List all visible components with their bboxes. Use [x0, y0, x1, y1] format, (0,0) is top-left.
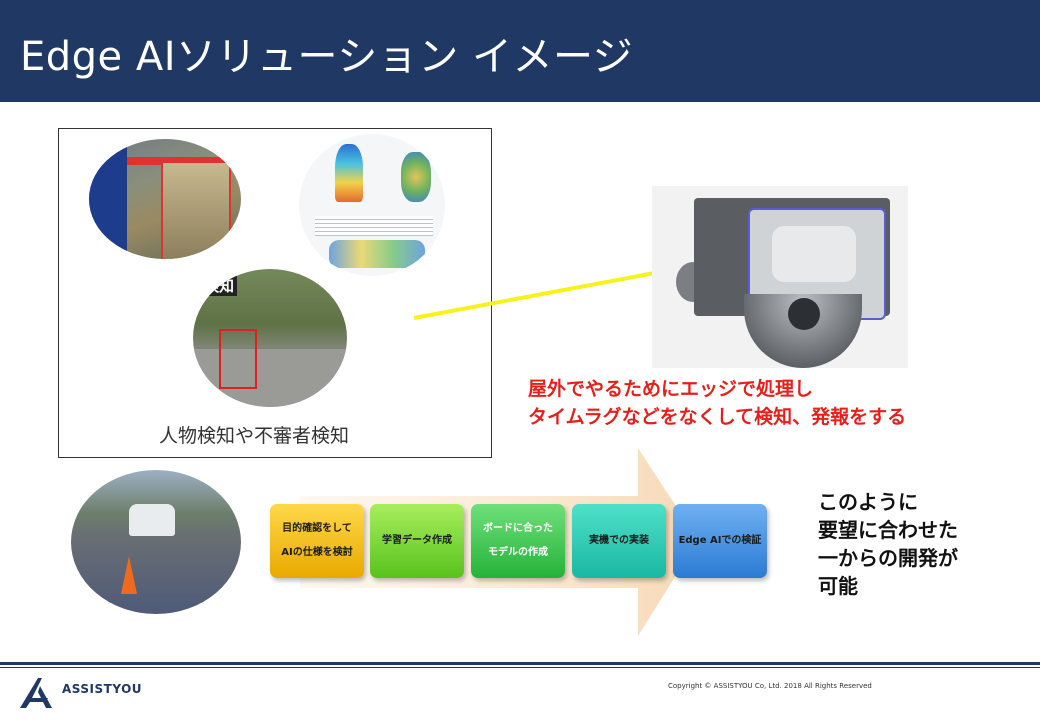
- callout-line-1: 屋外でやるためにエッジで処理し: [528, 378, 814, 400]
- copyright-text: Copyright © ASSISTYOU Co, Ltd. 2018 All …: [668, 682, 872, 690]
- analysis-document-photo: [299, 134, 445, 276]
- detection-box: [219, 329, 257, 389]
- callout-line-2: タイムラグなどをなくして検知、発報をする: [528, 406, 907, 428]
- wheelchair-detection-photo: 検知: [193, 269, 347, 407]
- traffic-cone: [121, 556, 137, 594]
- side-note: このように 要望に合わせた 一からの開発が 可能: [818, 490, 958, 598]
- road-photo: [71, 470, 241, 614]
- process-step-1: 目的確認をして AIの仕様を検討: [270, 504, 364, 578]
- camera-lens: [788, 298, 820, 330]
- process-step-2: 学習データ作成: [370, 504, 464, 578]
- detection-image-panel: 検知 人物検知や不審者検知: [58, 128, 492, 458]
- camera-monitor-photo: [89, 139, 241, 259]
- company-logo-icon: [20, 678, 52, 708]
- footer-divider: [0, 662, 1040, 665]
- company-logo-text: ASSISTYOU: [62, 682, 143, 696]
- detection-badge: 検知: [201, 275, 238, 296]
- process-step-3: ボードに合った モデルの作成: [471, 504, 565, 578]
- header-bar: Edge AIソリューション イメージ: [0, 0, 1040, 102]
- edge-camera-illustration: [652, 186, 908, 368]
- process-step-4: 実機での実装: [572, 504, 666, 578]
- process-step-5: Edge AIでの検証: [673, 504, 767, 578]
- page-title: Edge AIソリューション イメージ: [20, 34, 634, 80]
- panel-caption: 人物検知や不審者検知: [159, 425, 350, 447]
